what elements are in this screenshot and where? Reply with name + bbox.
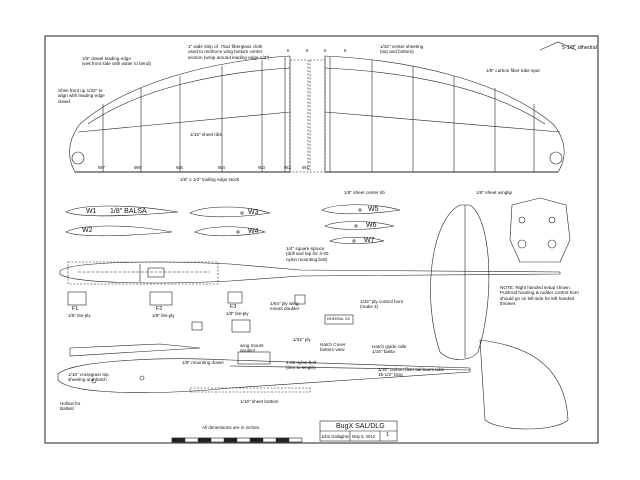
fuselage-top-view xyxy=(59,261,561,285)
former-f1: F1 xyxy=(72,306,79,312)
rib-w6-label: W6 xyxy=(366,222,377,229)
hatch-cover-note: Hatch Cover bottom view xyxy=(320,342,346,353)
balsa-label: 1/8" BALSA xyxy=(110,208,147,215)
former-f2: F2 xyxy=(156,306,163,312)
rib-w5-label: W5 xyxy=(368,206,379,213)
plan-author: John Gallagher xyxy=(321,434,350,439)
former-f3: F3 xyxy=(230,304,237,310)
top-sheeting-note: 1/16" crossgrain top sheeting and hatch xyxy=(68,372,109,383)
section-mark: II xyxy=(344,48,347,53)
mount-dowel-note: 1/8" mounting dowel xyxy=(182,360,224,365)
spar-note: 1/8" carbon fiber tube spar xyxy=(486,68,540,73)
center-rib-note: 1/8" sheet center rib xyxy=(344,190,385,195)
station-w2: W2 xyxy=(284,165,291,170)
dihedral-gauge-label: DIHEDRAL GG xyxy=(327,317,351,321)
airfoil-ribs xyxy=(65,204,401,244)
trim-note: Shim front up 1/32" to align with leadin… xyxy=(58,88,105,104)
hatch-rails-note: Hatch guide rails 1/16" balsa xyxy=(372,344,407,355)
dihedral-note: 5-1/8" dihedral xyxy=(562,45,597,51)
sheet-number: 1 xyxy=(386,432,389,438)
section-mark: II xyxy=(306,48,309,53)
rib-w2-label: W2 xyxy=(82,227,93,234)
plan-title: BugX SAL/DLG xyxy=(336,423,385,430)
stabilizer xyxy=(430,197,571,430)
station-w4: W4 xyxy=(218,165,225,170)
spruce-note: 1/4" square spruce (drill and tap for 4-… xyxy=(286,246,329,262)
ribs-note: 1/16" sheet ribs xyxy=(190,132,222,137)
rib-w7-label: W7 xyxy=(364,237,375,244)
sheet-border xyxy=(44,35,599,444)
station-w5: W5 xyxy=(176,165,183,170)
doubler-note: 1/64" ply wing mount doubler xyxy=(270,301,300,312)
tube-note: 3/16" carbon fiber tail boom tube 15-1/2… xyxy=(378,367,445,378)
fuselage-side-view xyxy=(57,343,471,393)
former-f1-material: 1/8" lite-ply xyxy=(68,313,91,318)
dimensions-note: All dimensions are in inches. xyxy=(202,425,261,430)
wing-mount-note: wing mount doubler xyxy=(240,343,264,354)
rib-w4-label: W4 xyxy=(248,228,259,235)
control-horn-note: 1/32" ply control horn (make 2) xyxy=(360,299,404,310)
te-stock-note: 1/8" x 1/2" trailing edge stock xyxy=(180,177,240,182)
rib-w1-label: W1 xyxy=(86,208,97,215)
station-w7: W7 xyxy=(98,165,105,170)
formers xyxy=(67,291,354,333)
station-w3: W3 xyxy=(258,165,265,170)
fiberglass-note: 1" wide strip of .75oz fiberglass cloth … xyxy=(188,44,270,60)
wing-plan-view xyxy=(69,41,577,173)
center-sheeting-note: 1/32" center sheeting (top and bottom) xyxy=(380,44,424,55)
former-f2-material: 1/8" lite-ply xyxy=(152,313,175,318)
ballast-note: Hollow for Ballast xyxy=(60,401,81,412)
dowel-note: 1/8" dowel leading edge (wet front side … xyxy=(82,56,151,67)
former-f3-material: 1/8" lite-ply xyxy=(226,311,249,316)
setup-note: NOTE: Right handed setup shown. Pushrod … xyxy=(500,285,579,307)
section-mark: II xyxy=(324,48,327,53)
sheet-bottom-note: 1/16" sheet bottom xyxy=(240,399,279,404)
station-w6: W6 xyxy=(134,165,141,170)
section-mark: II xyxy=(287,48,290,53)
nylon-bolt-note: 4-40 nylon bolt (trim to length) xyxy=(286,360,317,371)
ply-note: 1/32" ply xyxy=(293,337,311,342)
title-block xyxy=(171,420,398,443)
wingtip-note: 1/8" sheet wingtip xyxy=(476,190,513,195)
plan-date: May 6, 2012 xyxy=(352,434,376,439)
rib-w3-label: W3 xyxy=(248,209,259,216)
station-w1: W1 xyxy=(302,165,309,170)
